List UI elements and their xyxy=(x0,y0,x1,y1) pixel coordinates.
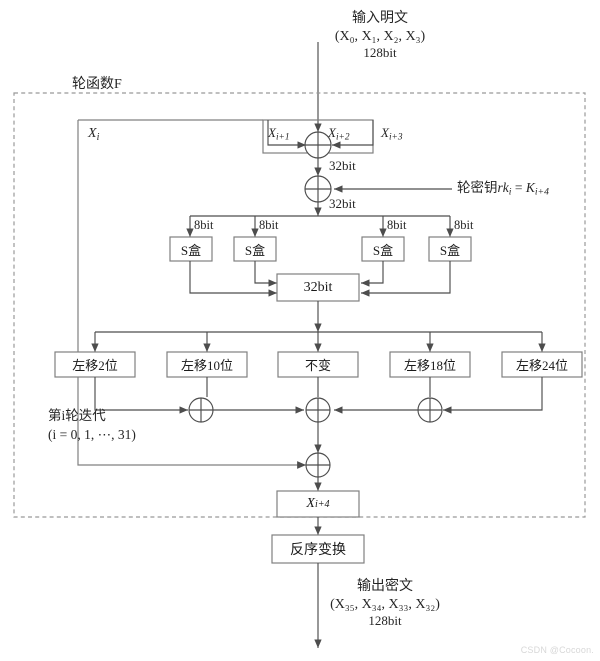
shift-box-1-label: 左移2位 xyxy=(72,358,118,373)
iteration-note-line1: 第i轮迭代 xyxy=(48,408,106,423)
iteration-note: 第i轮迭代 (i = 0, 1, ⋯, 31) xyxy=(48,408,136,444)
shift-box-2[interactable]: 左移10位 xyxy=(167,352,247,377)
sbox-4[interactable]: S盒 xyxy=(429,237,471,261)
shift-box-4-label: 左移18位 xyxy=(403,358,456,373)
register-xi-label: Xi xyxy=(88,126,100,143)
shift-box-1[interactable]: 左移2位 xyxy=(55,352,135,377)
output-ciphertext-size: 128bit xyxy=(368,613,402,628)
sbox-input-label-3: 8bit xyxy=(387,218,407,232)
register-xi2-label: Xi+2 xyxy=(328,125,350,143)
sbox-input-label-2: 8bit xyxy=(259,218,279,232)
bus-label-after-key-xor: 32bit xyxy=(329,196,356,211)
iteration-note-line2: (i = 0, 1, ⋯, 31) xyxy=(48,426,136,442)
round-key-label: 轮密钥rki = Ki+4 xyxy=(457,180,549,198)
input-plaintext-label: 输入明文 (X₀, X₁, X₂, X₃) 128bit xyxy=(335,10,425,61)
sbox-input-label-4: 8bit xyxy=(454,218,474,232)
shift-box-5[interactable]: 左移24位 xyxy=(502,352,582,377)
shift-box-5-label: 左移24位 xyxy=(515,358,568,373)
output-ciphertext-label: 输出密文 (X₃₅, X₃₄, X₃₃, X₃₂) 128bit xyxy=(330,578,440,629)
input-plaintext-size: 128bit xyxy=(363,45,397,60)
register-xi3-label: Xi+3 xyxy=(381,125,403,143)
output-ciphertext-title: 输出密文 xyxy=(357,579,413,594)
shift-box-2-label: 左移10位 xyxy=(180,358,233,373)
sbox-3[interactable]: S盒 xyxy=(362,237,404,261)
sbox-1-label: S盒 xyxy=(180,242,202,258)
shift-box-3-label: 不变 xyxy=(304,358,331,373)
sbox-4-label: S盒 xyxy=(439,242,461,258)
shift-box-3[interactable]: 不变 xyxy=(278,352,358,377)
input-plaintext-title: 输入明文 xyxy=(351,11,408,26)
merge-32bit-box[interactable]: 32bit xyxy=(277,274,359,301)
watermark: CSDN @Cocoon. xyxy=(520,645,594,655)
merge-32bit-label: 32bit xyxy=(303,279,333,295)
reverse-transform-box[interactable]: 反序变换 xyxy=(272,535,364,563)
sbox-2[interactable]: S盒 xyxy=(234,237,276,261)
sbox-1[interactable]: S盒 xyxy=(170,237,212,261)
sbox-3-label: S盒 xyxy=(372,242,394,258)
input-plaintext-vector: (X₀, X₁, X₂, X₃) xyxy=(334,28,426,44)
round-function-label: 轮函数F xyxy=(72,77,122,92)
register-xi1-label: Xi+1 xyxy=(268,125,290,143)
output-ciphertext-vector: (X₃₅, X₃₄, X₃₃, X₃₂) xyxy=(330,596,440,612)
sbox-2-label: S盒 xyxy=(244,242,266,258)
reverse-transform-label: 反序变换 xyxy=(290,543,346,558)
sbox-input-label-1: 8bit xyxy=(194,218,214,232)
shift-box-4[interactable]: 左移18位 xyxy=(390,352,470,377)
bus-label-after-first-xor: 32bit xyxy=(329,158,356,173)
